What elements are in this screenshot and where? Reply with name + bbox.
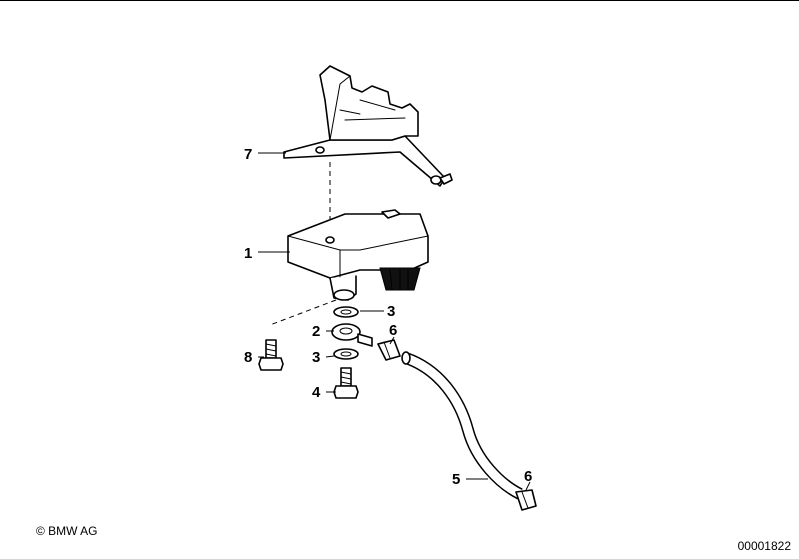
copyright-notice: © BMW AG: [36, 524, 98, 538]
leader-lines: [258, 152, 531, 491]
alignment-line-1-8: [269, 299, 337, 326]
part-6-clamp-lower[interactable]: [515, 489, 537, 511]
callout-8[interactable]: 8: [244, 349, 252, 366]
document-number: 00001822: [737, 539, 791, 553]
part-5-hose[interactable]: [401, 351, 523, 500]
part-2-banjo-fitting[interactable]: [331, 323, 373, 347]
callout-2[interactable]: 2: [312, 323, 320, 340]
callout-7[interactable]: 7: [244, 146, 252, 163]
part-8-bolt[interactable]: [258, 339, 284, 371]
part-4-bolt[interactable]: [333, 367, 359, 399]
part-6-clamp-upper[interactable]: [377, 339, 401, 361]
callout-5[interactable]: 5: [452, 471, 460, 488]
callout-4[interactable]: 4: [312, 384, 321, 401]
callout-3-upper[interactable]: 3: [387, 303, 395, 320]
part-7-bracket[interactable]: [283, 65, 453, 187]
part-3-washer-upper[interactable]: [333, 306, 359, 318]
callout-6-upper[interactable]: 6: [389, 322, 397, 339]
part-1-module[interactable]: [287, 209, 429, 301]
callout-1[interactable]: 1: [244, 245, 252, 262]
part-3-washer-lower[interactable]: [333, 348, 359, 360]
callout-3-lower[interactable]: 3: [312, 349, 320, 366]
callout-6-lower[interactable]: 6: [524, 468, 532, 485]
